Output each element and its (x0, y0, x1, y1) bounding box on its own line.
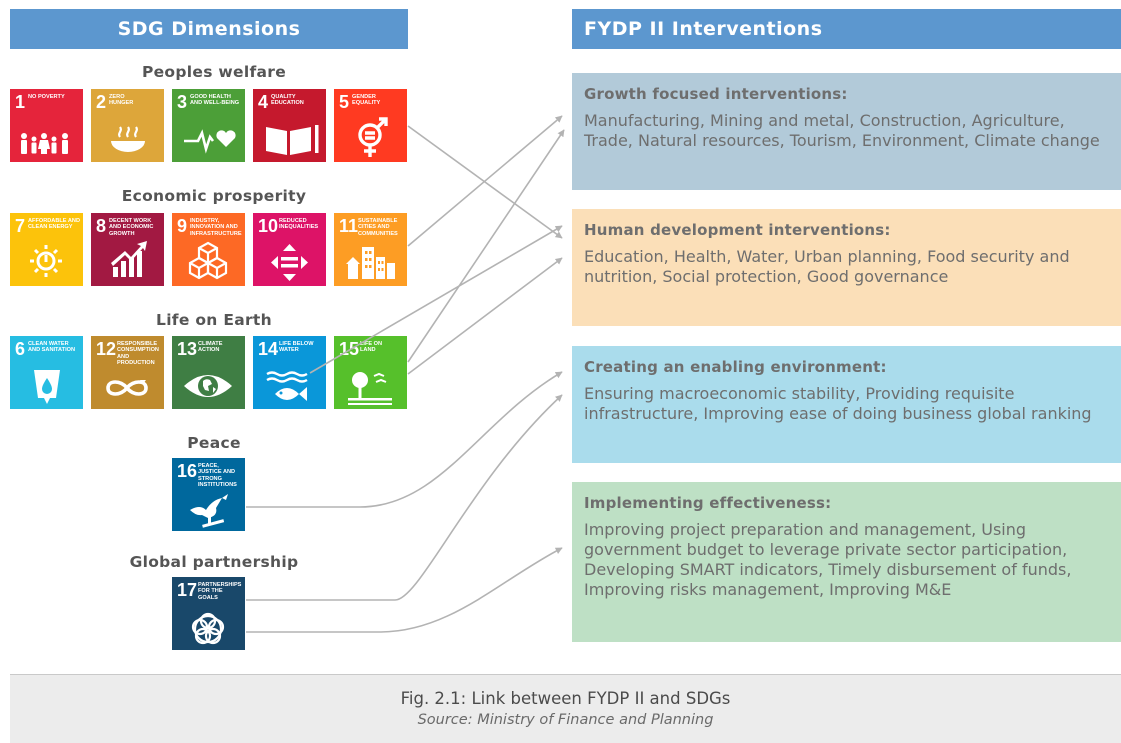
sdg-tile-5: 5 GENDER EQUALITY (334, 89, 407, 162)
sdg-number: 5 (339, 92, 350, 112)
sdg-number: 10 (258, 216, 279, 236)
figure-source: Source: Ministry of Finance and Planning (417, 712, 714, 728)
sdg-label: SUSTAINABLE CITIES AND COMMUNITIES (358, 218, 398, 237)
sdg-tile-11: 11 SUSTAINABLE CITIES AND COMMUNITIES (334, 213, 407, 286)
sdg-label: CLEAN WATER AND SANITATION (28, 341, 76, 354)
growth-chart-icon (111, 241, 147, 277)
sdg-number: 17 (177, 580, 198, 600)
sdg-tile-1: 1 NO POVERTY (10, 89, 83, 162)
sdg-tile-8: 8 DECENT WORK AND ECONOMIC GROWTH (91, 213, 164, 286)
sdg-label: GENDER EQUALITY (352, 94, 381, 107)
sdg-tile-10: 10 REDUCED INEQUALITIES (253, 213, 326, 286)
group-title-peace: Peace (187, 434, 241, 452)
intervention-box-enabling-environment: Creating an enabling environment: Ensuri… (572, 346, 1121, 463)
heartbeat-icon (184, 129, 236, 154)
rings-icon (191, 612, 225, 645)
sun-icon (30, 245, 62, 277)
group-title-peoples-welfare: Peoples welfare (141, 63, 287, 81)
earth-eye-icon (184, 375, 232, 397)
intervention-box-human-development: Human development interventions: Educati… (572, 209, 1121, 326)
sdg-number: 11 (339, 216, 359, 236)
sdg-label: NO POVERTY (28, 94, 65, 100)
sdg-number: 9 (177, 216, 188, 236)
sdg-tile-16: 16 PEACE, JUSTICE AND STRONG INSTITUTION… (172, 458, 245, 531)
cubes-icon (188, 241, 228, 280)
figure-caption: Fig. 2.1: Link between FYDP II and SDGs (400, 689, 731, 708)
equal-arrows-icon (271, 244, 308, 281)
water-drop-icon (34, 370, 60, 404)
bowl-icon (111, 126, 145, 152)
sdg-tile-13: 13 CLIMATE ACTION (172, 336, 245, 409)
sdg-label: LIFE BELOW WATER (279, 341, 314, 354)
sdg-tile-3: 3 GOOD HEALTH AND WELL-BEING (172, 89, 245, 162)
sdg-tile-12: 12 RESPONSIBLE CONSUMPTION AND PRODUCTIO… (91, 336, 164, 409)
sdg-tile-15: 15 LIFE ON LAND (334, 336, 407, 409)
group-title-life-on-earth: Life on Earth (156, 311, 272, 329)
sdg-number: 3 (177, 92, 188, 112)
sdg-number: 8 (96, 216, 107, 236)
book-icon (266, 125, 319, 155)
sdg-number: 2 (96, 92, 107, 112)
sdg-tile-7: 7 AFFORDABLE AND CLEAN ENERGY (10, 213, 83, 286)
intervention-body: Ensuring macroeconomic stability, Provid… (584, 384, 1092, 423)
arrow-partnership-to-enabling-environment (246, 394, 563, 601)
sdg-label: QUALITY EDUCATION (271, 94, 304, 107)
gender-icon (358, 117, 388, 157)
sdg-label: RESPONSIBLE CONSUMPTION AND PRODUCTION (117, 341, 159, 367)
sdg-label: LIFE ON LAND (360, 341, 383, 354)
arrow-life-on-earth-to-growth (407, 129, 565, 363)
infinity-icon (106, 380, 148, 396)
sdg-label: INDUSTRY, INNOVATION AND INFRASTRUCTURE (190, 218, 242, 237)
group-title-global-partnership: Global partnership (129, 553, 299, 571)
arrow-partnership-to-implementing-effectiveness (246, 547, 563, 633)
sdg-number: 16 (177, 461, 198, 481)
sdg-number: 7 (15, 216, 26, 236)
sdg-number: 1 (15, 92, 26, 112)
sdg-tile-17: 17 PARTNERSHIPS FOR THE GOALS (172, 577, 245, 650)
sdg-label: CLIMATE ACTION (198, 341, 223, 354)
figure-caption-panel: Fig. 2.1: Link between FYDP II and SDGs … (10, 674, 1121, 743)
group-title-economic-prosperity: Economic prosperity (121, 187, 307, 205)
sdg-label: PEACE, JUSTICE AND STRONG INSTITUTIONS (198, 463, 237, 489)
sdg-tile-4: 4 QUALITY EDUCATION (253, 89, 326, 162)
sdg-label: REDUCED INEQUALITIES (279, 218, 319, 231)
sdg-tile-2: 2 ZERO HUNGER (91, 89, 164, 162)
intervention-body: Education, Health, Water, Urban planning… (584, 247, 1070, 286)
dove-icon (190, 494, 228, 528)
fydp-interventions-header: FYDP II Interventions (572, 9, 1121, 49)
fish-icon (266, 371, 308, 401)
intervention-title: Growth focused interventions: (584, 85, 848, 103)
arrow-economic-prosperity-to-growth (407, 115, 563, 247)
sdg-number: 12 (96, 339, 117, 359)
arrow-peace-to-enabling-environment (246, 371, 563, 508)
intervention-body: Manufacturing, Mining and metal, Constru… (584, 111, 1100, 150)
sdg-label: PARTNERSHIPS FOR THE GOALS (198, 582, 242, 601)
sdg-number: 14 (258, 339, 279, 359)
sdg-tile-9: 9 INDUSTRY, INNOVATION AND INFRASTRUCTUR… (172, 213, 245, 286)
tree-icon (348, 372, 392, 405)
sdg-number: 13 (177, 339, 198, 359)
sdg-label: GOOD HEALTH AND WELL-BEING (190, 94, 240, 107)
intervention-title: Creating an enabling environment: (584, 358, 887, 376)
family-icon (21, 133, 68, 154)
sdg-tile-6: 6 CLEAN WATER AND SANITATION (10, 336, 83, 409)
city-icon (346, 247, 395, 279)
sdg-number: 6 (15, 339, 26, 359)
sdg-tile-14: 14 LIFE BELOW WATER (253, 336, 326, 409)
intervention-box-growth: Growth focused interventions: Manufactur… (572, 73, 1121, 190)
intervention-title: Implementing effectiveness: (584, 494, 832, 512)
sdg-label: AFFORDABLE AND CLEAN ENERGY (28, 218, 80, 231)
sdg-dimensions-header: SDG Dimensions (10, 9, 408, 49)
sdg-label: DECENT WORK AND ECONOMIC GROWTH (109, 218, 154, 237)
intervention-box-implementing-effectiveness: Implementing effectiveness: Improving pr… (572, 482, 1121, 642)
sdg-label: ZERO HUNGER (109, 94, 134, 107)
sdg-number: 4 (258, 92, 269, 112)
arrow-life-on-earth-to-human-development (309, 225, 563, 374)
arrow-economic-prosperity-to-human-development (407, 257, 563, 375)
intervention-body: Improving project preparation and manage… (584, 520, 1072, 599)
intervention-title: Human development interventions: (584, 221, 891, 239)
